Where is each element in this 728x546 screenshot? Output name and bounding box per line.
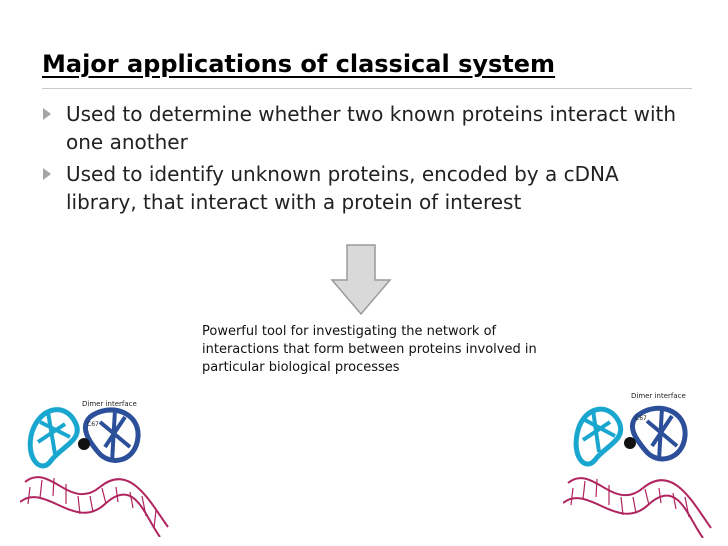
bullet-item: Used to identify unknown proteins, encod… <box>42 160 682 216</box>
bullet-item: Used to determine whether two known prot… <box>42 100 682 156</box>
protein-dna-structure-image-left: Dimer interface C67 <box>20 400 169 537</box>
dimer-interface-label: Dimer interface <box>82 400 137 408</box>
slide-title: Major applications of classical system <box>42 50 556 78</box>
triangle-bullet-icon <box>42 100 66 120</box>
title-underline-rule <box>42 88 692 89</box>
residue-label: C67 <box>635 415 647 422</box>
triangle-bullet-icon <box>42 160 66 180</box>
bullet-text: Used to identify unknown proteins, encod… <box>66 162 619 214</box>
callout-text: Powerful tool for investigating the netw… <box>202 324 537 375</box>
bullet-text: Used to determine whether two known prot… <box>66 102 677 154</box>
dimer-interface-label: Dimer interface <box>631 392 686 400</box>
residue-label: C67 <box>87 421 99 428</box>
down-arrow-icon <box>330 244 392 316</box>
protein-dna-structure-image-right: Dimer interface C67 <box>563 392 712 538</box>
bullet-list: Used to determine whether two known prot… <box>42 100 682 220</box>
